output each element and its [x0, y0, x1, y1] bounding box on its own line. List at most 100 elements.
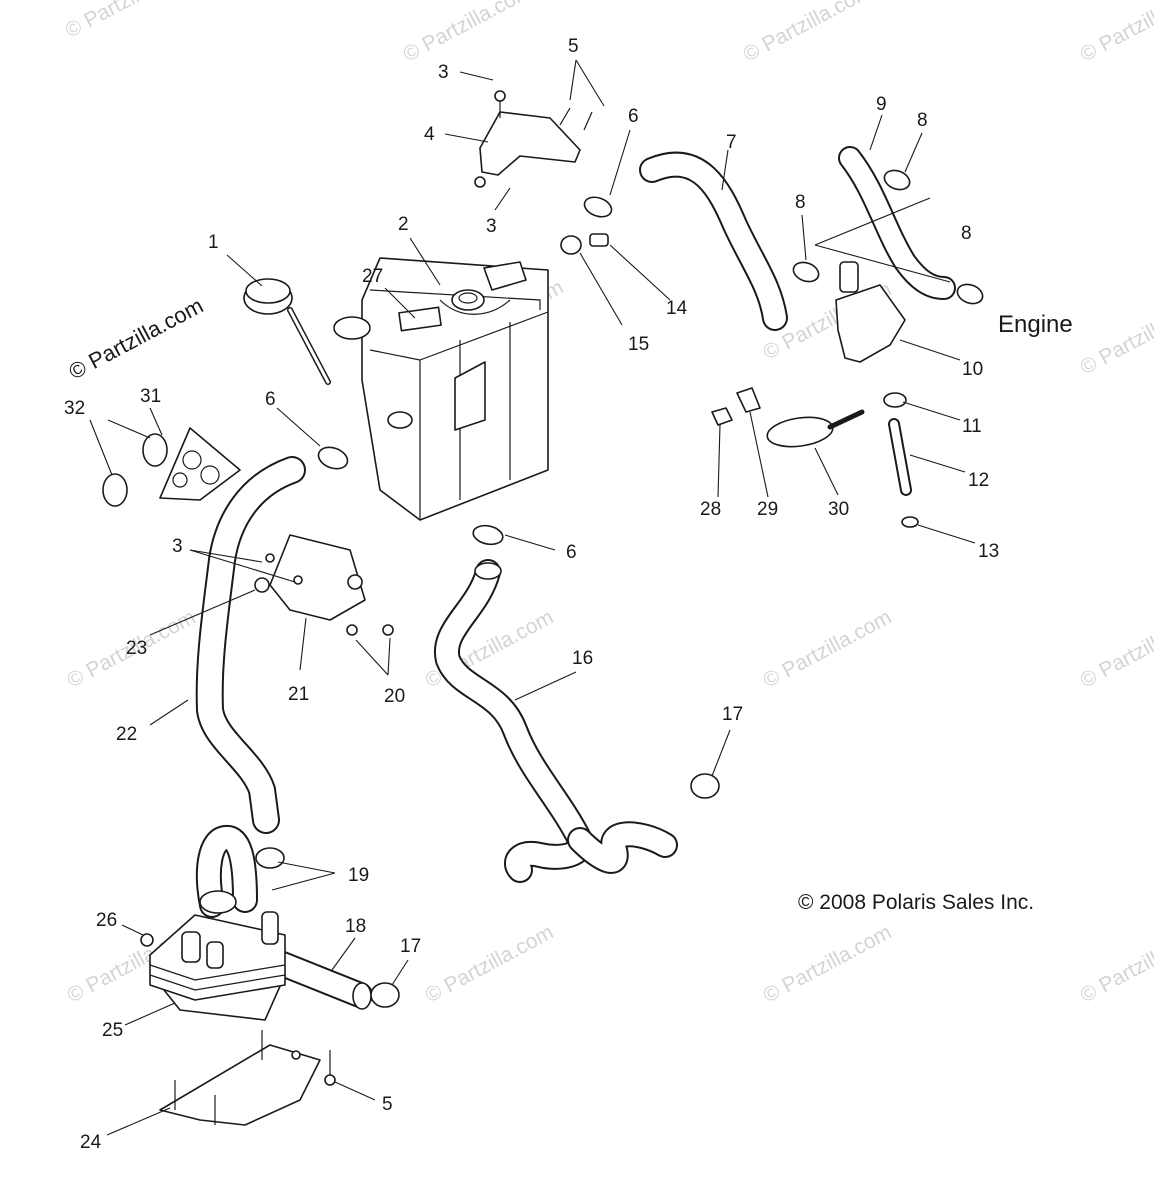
bolt-20a — [346, 624, 358, 636]
strap-32a — [142, 433, 168, 467]
hose-7 — [639, 151, 788, 331]
hose-9 — [838, 146, 956, 300]
oil-tank — [333, 257, 549, 521]
clamp-6-lower — [472, 524, 504, 546]
callout-9: 9 — [876, 94, 887, 115]
callout-6-left: 6 — [265, 389, 276, 410]
watermark-15: © Partzilla.com — [1077, 921, 1154, 1008]
cooler-port-c — [261, 911, 279, 945]
callout-2: 2 — [398, 214, 409, 235]
clamps-17 — [370, 773, 720, 1008]
callouts: 1 2 3 3 3 4 5 5 6 6 6 7 8 8 8 9 10 11 12… — [64, 36, 999, 1153]
callout-12: 12 — [968, 470, 989, 491]
callout-3-top: 3 — [438, 62, 449, 83]
callout-23: 23 — [126, 638, 147, 659]
callout-20: 20 — [384, 686, 405, 707]
hose-22 — [195, 456, 306, 834]
upper-bracket — [474, 90, 593, 188]
bolt-5-lower — [324, 1074, 336, 1086]
bolt-20b — [382, 624, 394, 636]
hose-16-end — [474, 562, 502, 580]
tank-side-tab — [454, 361, 486, 431]
clamp-6-left — [317, 446, 349, 470]
tank-inlet-port — [333, 316, 371, 340]
clamp-19a — [199, 890, 237, 914]
bolt-3-top — [494, 90, 506, 102]
callout-25: 25 — [102, 1020, 123, 1041]
callout-22: 22 — [116, 724, 137, 745]
callout-5-bottom: 5 — [382, 1094, 393, 1115]
callout-13: 13 — [978, 541, 999, 562]
dipstick-cap — [243, 278, 331, 385]
callout-3-upper: 3 — [486, 216, 497, 237]
engine-label: Engine — [998, 311, 1073, 338]
engine-fittings — [792, 169, 984, 363]
watermark-2: © Partzilla.com — [400, 0, 536, 66]
watermark-4: © Partzilla.com — [1077, 0, 1154, 66]
mount-bracket-21 — [254, 534, 394, 636]
watermark-1: © Partzilla.com — [62, 0, 198, 42]
grommet-15 — [560, 235, 582, 255]
clamps-6 — [317, 196, 613, 546]
leader-lines — [89, 59, 976, 1136]
clip-29 — [736, 387, 761, 413]
callout-10: 10 — [962, 359, 983, 380]
watermark-13: © Partzilla.com — [422, 921, 558, 1008]
callout-28: 28 — [700, 499, 721, 520]
callout-7: 7 — [726, 132, 737, 153]
breather-valve-10 — [835, 284, 906, 363]
fitting-14 — [589, 233, 609, 247]
callout-19: 19 — [348, 865, 369, 886]
callout-18: 18 — [345, 916, 366, 937]
clamp-8-right — [956, 283, 984, 305]
callout-17-lower: 17 — [400, 936, 421, 957]
watermark-11: © Partzilla.com — [1077, 606, 1154, 693]
hose-16 — [433, 559, 678, 883]
valve-nipple — [839, 261, 859, 293]
callout-24: 24 — [80, 1132, 102, 1153]
clamp-8-middle — [792, 261, 820, 283]
hose-cooler-inlet — [195, 825, 258, 918]
callout-8-right: 8 — [961, 223, 972, 244]
copyright-notice: © 2008 Polaris Sales Inc. — [798, 891, 1034, 914]
clamp-17-upper — [690, 773, 720, 799]
callout-29: 29 — [757, 499, 778, 520]
tank-top-bracket — [483, 261, 527, 291]
callout-27: 27 — [362, 266, 383, 287]
callout-21: 21 — [288, 684, 309, 705]
callout-5-top: 5 — [568, 36, 579, 57]
left-bracket — [102, 427, 241, 507]
callout-16: 16 — [572, 648, 593, 669]
hose-18-end — [352, 982, 372, 1010]
nut-26 — [140, 933, 154, 947]
oil-cooler — [140, 847, 286, 1021]
clamp-11 — [883, 392, 907, 408]
callout-6-top: 6 — [628, 106, 639, 127]
clamp-8-upper — [883, 169, 911, 191]
watermark-7: © Partzilla.com — [1077, 293, 1154, 380]
callout-26: 26 — [96, 910, 117, 931]
grommet-23 — [254, 577, 270, 593]
callout-8-upper: 8 — [917, 110, 928, 131]
callout-14: 14 — [666, 298, 688, 319]
callout-15: 15 — [628, 334, 649, 355]
callout-32: 32 — [64, 398, 85, 419]
watermark-3: © Partzilla.com — [740, 0, 876, 66]
clamp-6-upper — [583, 196, 613, 218]
small-hardware — [711, 387, 865, 448]
callout-31: 31 — [140, 386, 161, 407]
watermark-14: © Partzilla.com — [760, 921, 896, 1008]
clamp-17-lower — [370, 982, 400, 1008]
watermark-dark: © Partzilla.com — [65, 293, 208, 385]
vent-line — [883, 392, 919, 528]
callout-6-lower: 6 — [566, 542, 577, 563]
callout-30: 30 — [828, 499, 849, 520]
skid-bracket-24 — [159, 1030, 336, 1126]
clamp-19b — [255, 847, 285, 869]
tie-strap-30 — [766, 416, 834, 448]
clamp-13 — [901, 516, 919, 528]
watermark-10: © Partzilla.com — [760, 606, 896, 693]
strap-32b — [102, 473, 128, 507]
